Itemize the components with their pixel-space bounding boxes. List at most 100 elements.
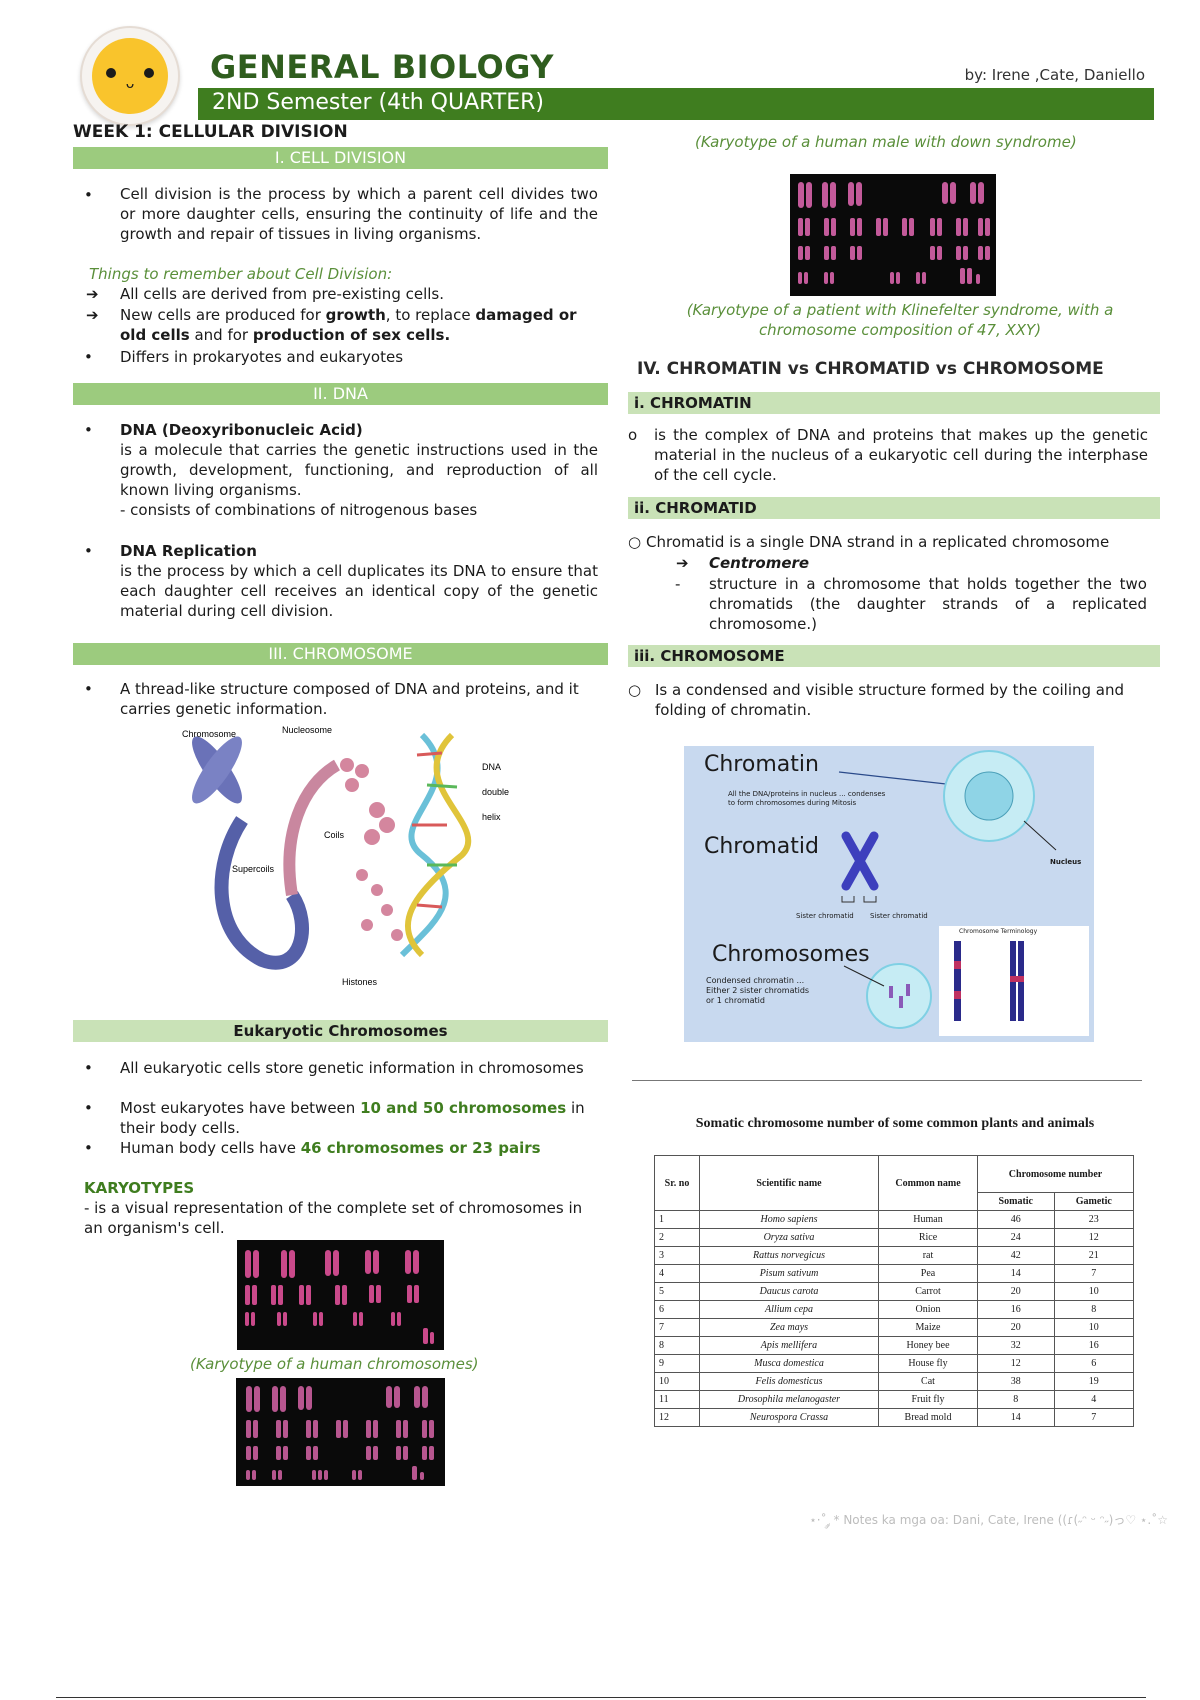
diagram-label-chromosomes: Chromosomes bbox=[712, 942, 870, 967]
table-cell-somatic: 42 bbox=[977, 1246, 1055, 1265]
chromosome-structure-figure: Chromosome Nucleosome DNA double helix C… bbox=[182, 725, 509, 987]
semester-label: 2ND Semester (4th QUARTER) bbox=[212, 90, 545, 115]
table-title: Somatic chromosome number of some common… bbox=[695, 1116, 1095, 1131]
table-cell-somatic: 12 bbox=[977, 1354, 1055, 1373]
bullet-icon: • bbox=[84, 542, 93, 560]
diagram-label-sister-1: Sister chromatid bbox=[796, 912, 854, 920]
table-cell-sr: 7 bbox=[654, 1318, 700, 1337]
centromere-term: Centromere bbox=[709, 554, 810, 572]
bullet-icon: • bbox=[84, 680, 93, 698]
table-cell-somatic: 24 bbox=[977, 1228, 1055, 1247]
karyotype-chromosomes bbox=[245, 1250, 434, 1344]
table-cell-sci: Zea mays bbox=[699, 1318, 879, 1337]
bullet-icon: • bbox=[84, 1099, 93, 1117]
col-header-common: Common name bbox=[878, 1155, 978, 1211]
table-cell-common: Pea bbox=[878, 1264, 978, 1283]
label-double: double bbox=[482, 787, 509, 797]
label-supercoils: Supercoils bbox=[232, 864, 275, 874]
cell-division-definition: Cell division is the process by which a … bbox=[120, 185, 598, 243]
table-cell-sci: Drosophila melanogaster bbox=[699, 1390, 879, 1409]
mouth-icon: ᴗ bbox=[125, 76, 135, 92]
section-heading-eukaryotic: Eukaryotic Chromosomes bbox=[73, 1020, 608, 1042]
col-header-number: Chromosome number bbox=[977, 1155, 1134, 1193]
table-cell-sr: 3 bbox=[654, 1246, 700, 1265]
karyotype-caption-down-syndrome: (Karyotype of a human male with down syn… bbox=[695, 133, 1077, 151]
table-cell-common: Cat bbox=[878, 1372, 978, 1391]
table-cell-common: Bread mold bbox=[878, 1408, 978, 1427]
karyotype-caption-human: (Karyotype of a human chromosomes) bbox=[190, 1355, 479, 1373]
karyotype-caption-klinefelter: (Karyotype of a patient with Klinefelter… bbox=[686, 301, 1114, 339]
eukaryotic-point-1: All eukaryotic cells store genetic infor… bbox=[120, 1059, 584, 1077]
table-cell-sr: 10 bbox=[654, 1372, 700, 1391]
text-span: New cells are produced for bbox=[120, 306, 326, 324]
diagram-label-nucleus: Nucleus bbox=[1050, 858, 1082, 866]
col-header-sr: Sr. no bbox=[654, 1155, 700, 1211]
centromere-definition: structure in a chromosome that holds tog… bbox=[709, 575, 1147, 633]
section-heading-dna: II. DNA bbox=[73, 383, 608, 405]
table-cell-somatic: 32 bbox=[977, 1336, 1055, 1355]
table-cell-gametic: 21 bbox=[1053, 1246, 1135, 1265]
table-cell-gametic: 19 bbox=[1053, 1372, 1135, 1391]
diagram-shapes bbox=[838, 750, 1089, 1036]
table-cell-sr: 8 bbox=[654, 1336, 700, 1355]
eukaryotic-point-3: Human body cells have 46 chromosomes or … bbox=[120, 1138, 598, 1158]
remember-point-2: New cells are produced for growth, to re… bbox=[120, 305, 600, 345]
label-histones: Histones bbox=[342, 977, 378, 987]
subheading-chromosome: iii. CHROMOSOME bbox=[628, 645, 1160, 667]
arrow-icon: ➔ bbox=[86, 306, 99, 324]
col-header-somatic: Somatic bbox=[977, 1192, 1055, 1211]
table-cell-sci: Pisum sativum bbox=[699, 1264, 879, 1283]
bold-span: production of sex cells. bbox=[252, 326, 451, 344]
chromosome-terminology-shapes bbox=[954, 941, 1024, 1021]
karyotype-chromosomes bbox=[798, 182, 990, 284]
nucleosome-beads bbox=[340, 758, 403, 941]
table-cell-gametic: 8 bbox=[1053, 1300, 1135, 1319]
table-cell-gametic: 10 bbox=[1053, 1318, 1135, 1337]
karyotype-image-second bbox=[236, 1378, 445, 1486]
remember-point-3: Differs in prokaryotes and eukaryotes bbox=[120, 348, 404, 366]
highlight-span: 10 and 50 chromosomes bbox=[360, 1099, 567, 1117]
karyotypes-definition: - is a visual representation of the comp… bbox=[84, 1199, 583, 1237]
table-cell-sr: 5 bbox=[654, 1282, 700, 1301]
week-heading: WEEK 1: CELLULAR DIVISION bbox=[73, 122, 348, 142]
table-cell-sci: Daucus carota bbox=[699, 1282, 879, 1301]
chromatin-chromatid-chromosome-diagram: Chromatin All the DNA/proteins in nucleu… bbox=[684, 746, 1094, 1042]
karyotype-image-klinefelter bbox=[790, 174, 996, 296]
text-span: and for bbox=[189, 326, 253, 344]
dna-replication-definition: is the process by which a cell duplicate… bbox=[120, 562, 598, 620]
table-cell-sci: Apis mellifera bbox=[699, 1336, 879, 1355]
remember-point-1: All cells are derived from pre-existing … bbox=[120, 285, 445, 303]
table-cell-sci: Rattus norvegicus bbox=[699, 1246, 879, 1265]
eukaryotic-point-2: Most eukaryotes have between 10 and 50 c… bbox=[120, 1098, 598, 1138]
table-subheader-row: Somatic Gametic bbox=[655, 1192, 1135, 1211]
chromosome-condensed-definition: Is a condensed and visible structure for… bbox=[655, 681, 1125, 719]
label-dna: DNA bbox=[482, 762, 501, 772]
arrow-icon: ➔ bbox=[676, 554, 689, 572]
table-cell-common: Maize bbox=[878, 1318, 978, 1337]
table-cell-sci: Musca domestica bbox=[699, 1354, 879, 1373]
table-cell-sr: 1 bbox=[654, 1210, 700, 1229]
table-cell-sci: Allium cepa bbox=[699, 1300, 879, 1319]
text-span: Most eukaryotes have between bbox=[120, 1099, 361, 1117]
page-title: GENERAL BIOLOGY bbox=[210, 48, 554, 86]
text-span: in their body cells. bbox=[120, 1099, 585, 1137]
circle-bullet-icon: o bbox=[628, 426, 638, 444]
bullet-icon: • bbox=[84, 1059, 93, 1077]
table-cell-common: Fruit fly bbox=[878, 1390, 978, 1409]
bold-span: damaged or old cells bbox=[120, 306, 577, 344]
coils-shape bbox=[283, 759, 341, 896]
footer-note: ⋆·˚ ༘ * Notes ka mga oa: Dani, Cate, Ire… bbox=[809, 1513, 1168, 1527]
table-cell-somatic: 14 bbox=[977, 1408, 1055, 1427]
dna-helix-shape bbox=[399, 732, 472, 958]
table-cell-common: rat bbox=[878, 1246, 978, 1265]
x-chromatid-icon bbox=[841, 831, 879, 891]
